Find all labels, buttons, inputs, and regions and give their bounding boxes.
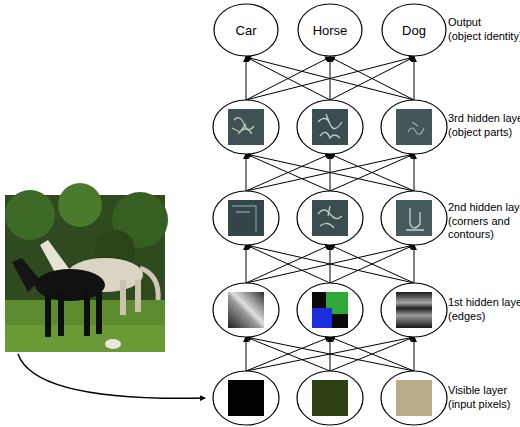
input-arrow — [18, 354, 205, 398]
layer-label: Output — [448, 16, 481, 29]
unit-label: Horse — [313, 23, 348, 38]
layer-label: 3rd hidden layer — [448, 112, 520, 125]
layer-label: (object parts) — [448, 126, 512, 139]
unit-label: Car — [236, 23, 257, 38]
layer-label: (input pixels) — [448, 398, 510, 411]
feature-images-1 — [228, 292, 432, 328]
layer-label: (object identity) — [448, 30, 520, 43]
input-pixels — [228, 380, 432, 416]
unit-circles — [213, 100, 447, 425]
layer-label: Visible layer — [448, 384, 507, 397]
output-unit: Car — [213, 3, 279, 57]
output-unit: Dog — [381, 3, 447, 57]
layer-label: (corners and contours) — [448, 215, 514, 241]
unit-label: Dog — [402, 23, 426, 38]
horse-photo — [5, 183, 168, 352]
layer-label: 1st hidden layer — [448, 296, 520, 309]
layer-label: 2nd hidden layer — [448, 201, 520, 214]
feature-images-3 — [228, 109, 432, 145]
output-unit: Horse — [297, 3, 363, 57]
feature-images-2 — [228, 200, 432, 236]
layer-label: (edges) — [448, 310, 485, 323]
